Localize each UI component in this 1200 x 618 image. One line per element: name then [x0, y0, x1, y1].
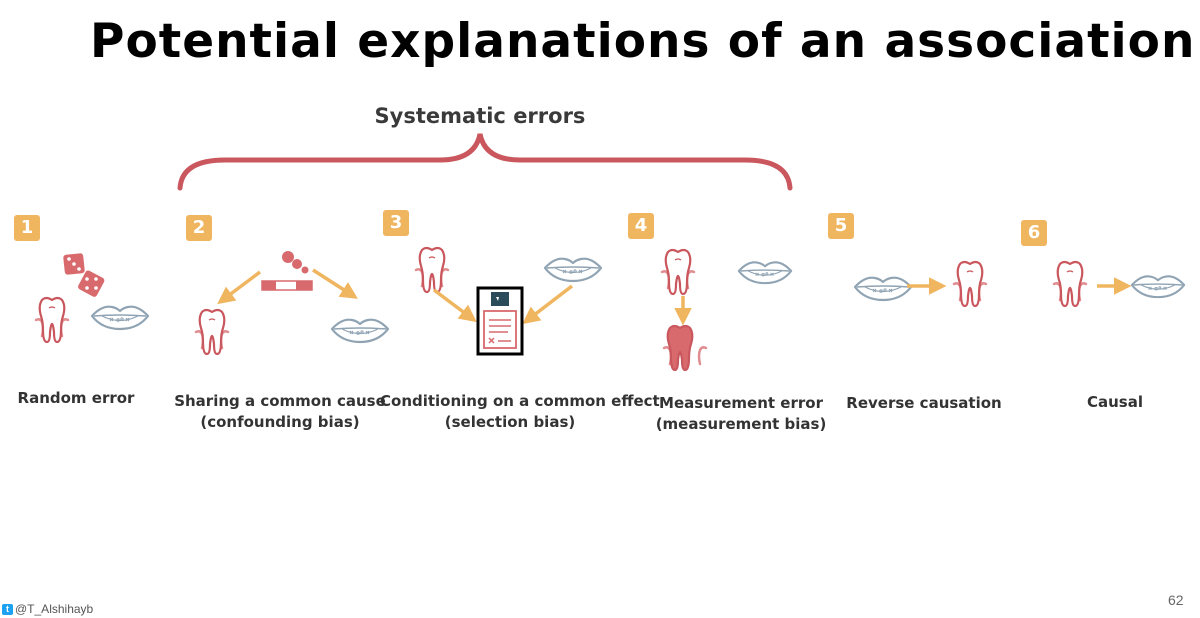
- twitter-handle: @T_Alshihayb: [15, 602, 94, 616]
- label-line: (measurement bias): [655, 415, 827, 433]
- label-line: Conditioning on a common effect: [380, 392, 660, 410]
- lips-icon: [330, 318, 390, 344]
- badge-1: 1: [14, 215, 40, 241]
- systematic-brace: [177, 133, 793, 191]
- tooth-icon: [34, 296, 70, 344]
- dice-icon: [63, 253, 105, 297]
- badge-6: 6: [1021, 220, 1047, 246]
- badge-5: 5: [828, 213, 854, 239]
- badge-4: 4: [628, 213, 654, 239]
- page-number: 62: [1168, 592, 1184, 608]
- label-measurement: Measurement error (measurement bias): [650, 393, 832, 435]
- badge-3: 3: [383, 210, 409, 236]
- badge-2: 2: [186, 215, 212, 241]
- label-reverse-causation: Reverse causation: [846, 393, 1002, 414]
- tooth-icon: [952, 260, 988, 308]
- lips-icon: [90, 305, 150, 331]
- label-random-error: Random error: [0, 388, 152, 409]
- decayed-tooth-icon: [662, 324, 708, 372]
- lips-icon: [737, 261, 793, 285]
- brace-label: Systematic errors: [374, 104, 586, 128]
- tooth-icon: [1052, 260, 1088, 308]
- label-causal: Causal: [1070, 392, 1160, 413]
- twitter-icon: t: [2, 603, 13, 615]
- page-title: Potential explanations of an association: [90, 14, 1196, 69]
- lips-icon: [1130, 275, 1186, 299]
- label-confounding: Sharing a common cause (confounding bias…: [160, 391, 400, 433]
- tooth-icon: [194, 308, 230, 356]
- lips-icon: [853, 276, 913, 302]
- tooth-icon: [414, 246, 450, 294]
- label-line: Reverse causation: [846, 394, 1002, 412]
- tooth-icon: [660, 248, 696, 296]
- cigarette-icon: [261, 251, 313, 291]
- document-icon: [476, 286, 524, 356]
- label-line: (selection bias): [444, 413, 576, 431]
- label-line: Measurement error: [659, 394, 823, 412]
- label-line: Causal: [1086, 393, 1143, 411]
- label-selection: Conditioning on a common effect (selecti…: [380, 391, 660, 433]
- label-line: Sharing a common cause: [174, 392, 386, 410]
- label-line: Random error: [17, 389, 135, 407]
- lips-icon: [543, 257, 603, 283]
- footer: t @T_Alshihayb: [2, 602, 93, 616]
- label-line: (confounding bias): [200, 413, 360, 431]
